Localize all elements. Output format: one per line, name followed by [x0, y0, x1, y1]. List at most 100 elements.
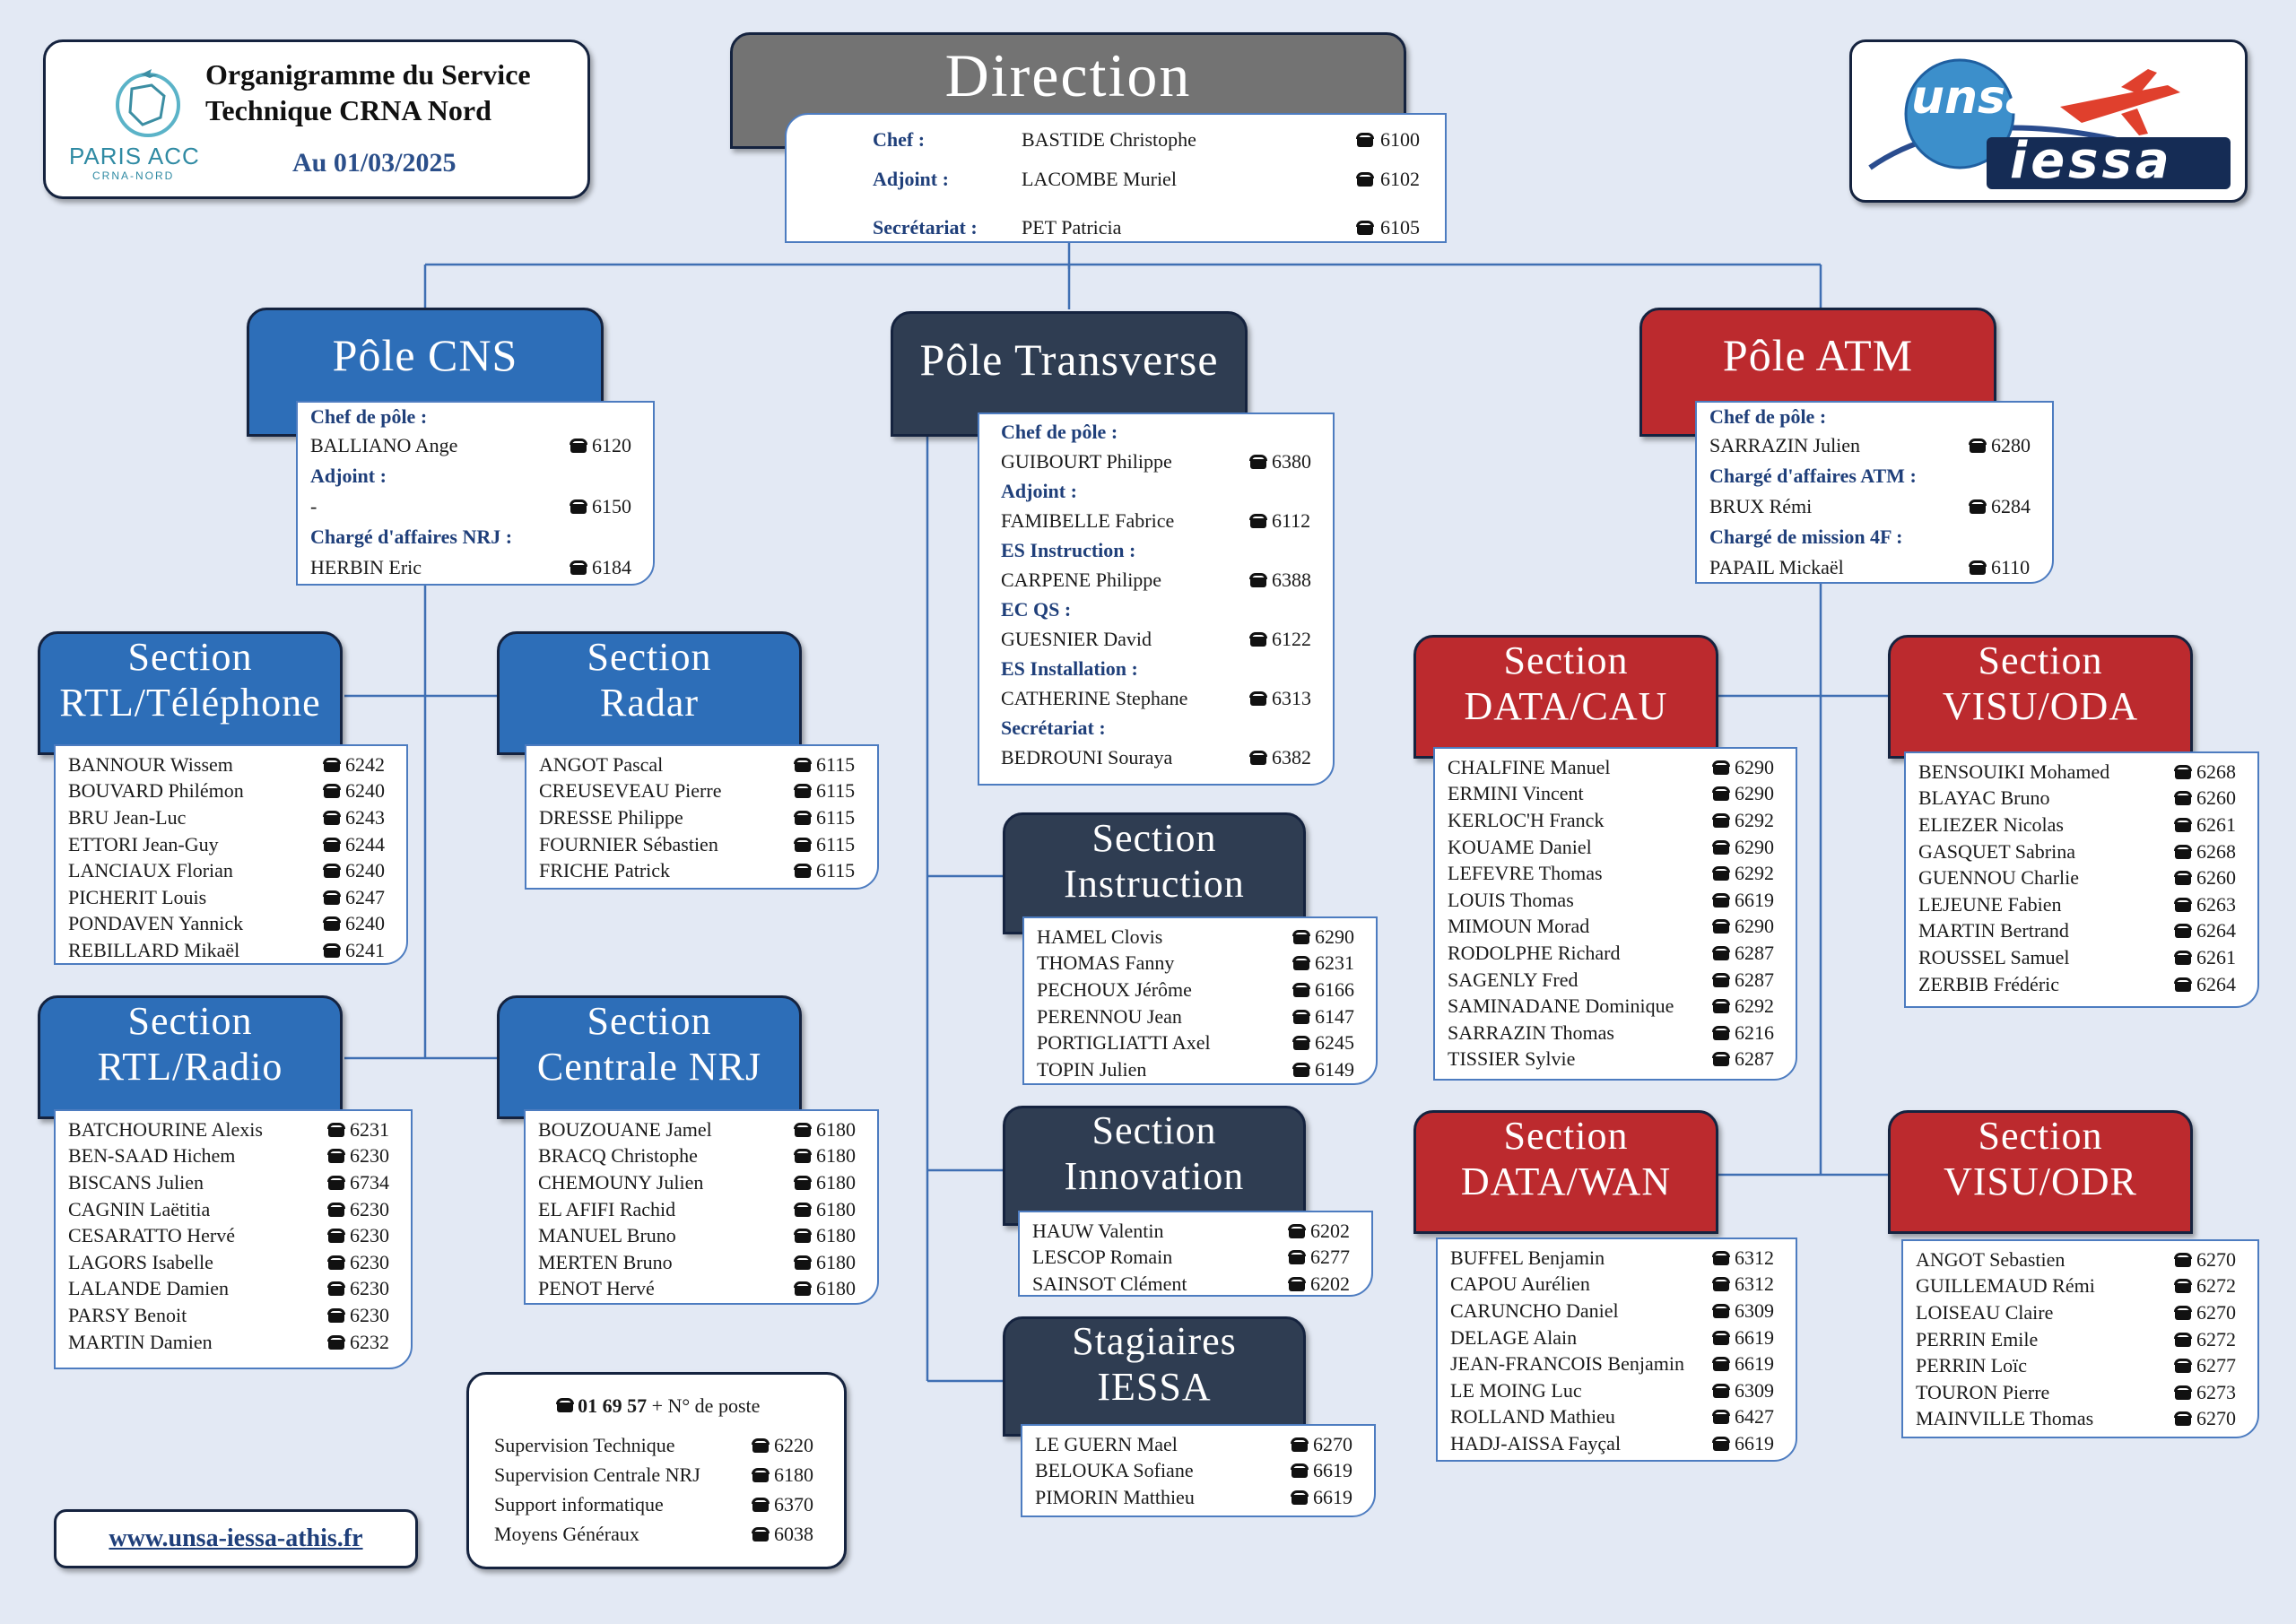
person-name: PECHOUX Jérôme	[1037, 977, 1192, 1001]
phone-cell: 6312	[1712, 1246, 1783, 1270]
phone-cell: 6619	[1712, 889, 1783, 912]
phone-number: 6202	[1310, 1219, 1350, 1242]
phone-number: 6290	[1735, 915, 1774, 938]
pole-atm-title: Pôle ATM	[1722, 330, 1914, 381]
phone-cell: 6180	[794, 1144, 865, 1168]
phone-cell: 6290	[1712, 782, 1783, 805]
phone-icon	[1712, 1277, 1730, 1292]
person-name: BLAYAC Bruno	[1918, 786, 2050, 810]
person-name: LOISEAU Claire	[1916, 1300, 2054, 1324]
phone-cell: 6115	[794, 779, 865, 803]
phone-number: 6619	[1735, 1325, 1774, 1349]
phone-number: 6115	[816, 779, 856, 803]
person-name: LOUIS Thomas	[1448, 888, 1574, 911]
phone-number: 6247	[345, 885, 385, 908]
phone-cell: 6290	[1712, 915, 1783, 938]
phone-number: 6290	[1315, 925, 1354, 948]
website-link[interactable]: www.unsa-iessa-athis.fr	[109, 1524, 363, 1552]
section-visu-odr-header: Section VISU/ODR	[1888, 1110, 2193, 1234]
phone-icon	[794, 1281, 812, 1297]
phone-icon	[1712, 919, 1730, 934]
phone-icon	[323, 810, 341, 825]
phone-cell: 6240	[323, 859, 394, 882]
section-title-line2: RTL/Radio	[97, 1045, 283, 1089]
phone-icon	[1712, 999, 1730, 1014]
person-name: MAINVILLE Thomas	[1916, 1407, 2094, 1430]
section-title-line1: Section	[1978, 638, 2103, 683]
phone-number: 6231	[350, 1117, 389, 1141]
phone-number: 6284	[1991, 495, 2031, 517]
phone-icon	[752, 1467, 770, 1482]
phone-icon	[1712, 972, 1730, 987]
phone-cell: 6619	[1291, 1486, 1361, 1509]
phone-number: 6110	[1991, 556, 2031, 578]
phone-cell: 6261	[2174, 946, 2245, 969]
phone-number: 6270	[1313, 1432, 1352, 1455]
person-name: FRICHE Patrick	[539, 859, 671, 882]
phone-icon	[323, 942, 341, 958]
phone-cell: 6264	[2174, 919, 2245, 942]
person-name: RODOLPHE Richard	[1448, 941, 1621, 964]
direction-phone: 6105	[1380, 216, 1420, 239]
phone-number: 6312	[1735, 1246, 1774, 1269]
phone-number: 6270	[2196, 1300, 2236, 1324]
phone-number: 6309	[1735, 1378, 1774, 1402]
phone-cell: 6619	[1291, 1459, 1361, 1482]
phone-number: 6180	[816, 1197, 856, 1220]
phone-icon	[570, 560, 587, 575]
phone-icon	[1712, 1383, 1730, 1398]
phone-number: 6264	[2196, 972, 2236, 995]
phone-icon	[1712, 1025, 1730, 1040]
direction-phone: 6100	[1380, 128, 1420, 151]
pole-transverse-label: Chef de pôle :	[1001, 421, 1118, 443]
person-name: CESARATTO Hervé	[68, 1224, 235, 1247]
phone-cell: 6309	[1712, 1299, 1783, 1323]
phone-number: 6277	[2196, 1354, 2236, 1377]
section-title-line1: Stagiaires	[1072, 1319, 1237, 1364]
phone-number: 6287	[1735, 968, 1774, 991]
iessa-text: iessa	[2010, 132, 2173, 190]
pole-transverse-title: Pôle Transverse	[919, 334, 1219, 386]
person-name: BEN-SAAD Hichem	[68, 1144, 236, 1168]
person-name: -	[310, 495, 317, 517]
phone-icon	[2174, 1385, 2192, 1400]
member-row: BATCHOURINE Alexis 6231	[68, 1116, 398, 1143]
section-title-line1: Section	[1091, 1108, 1217, 1153]
phone-cell: 6292	[1712, 994, 1783, 1018]
phone-icon	[2174, 1359, 2192, 1374]
pole-transverse-label: Adjoint :	[1001, 480, 1077, 502]
phone-number: 6292	[1735, 994, 1774, 1018]
section-title-line2: Radar	[599, 681, 700, 725]
phone-icon	[794, 1149, 812, 1164]
pole-atm-label: Chef de pôle :	[1709, 405, 1827, 428]
member-row: LOUIS Thomas 6619	[1448, 887, 1783, 914]
phone-icon	[1969, 560, 1987, 575]
person-name: BATCHOURINE Alexis	[68, 1117, 263, 1141]
person-name: BELOUKA Sofiane	[1035, 1459, 1194, 1482]
person-name: ANGOT Sebastien	[1916, 1247, 2066, 1271]
